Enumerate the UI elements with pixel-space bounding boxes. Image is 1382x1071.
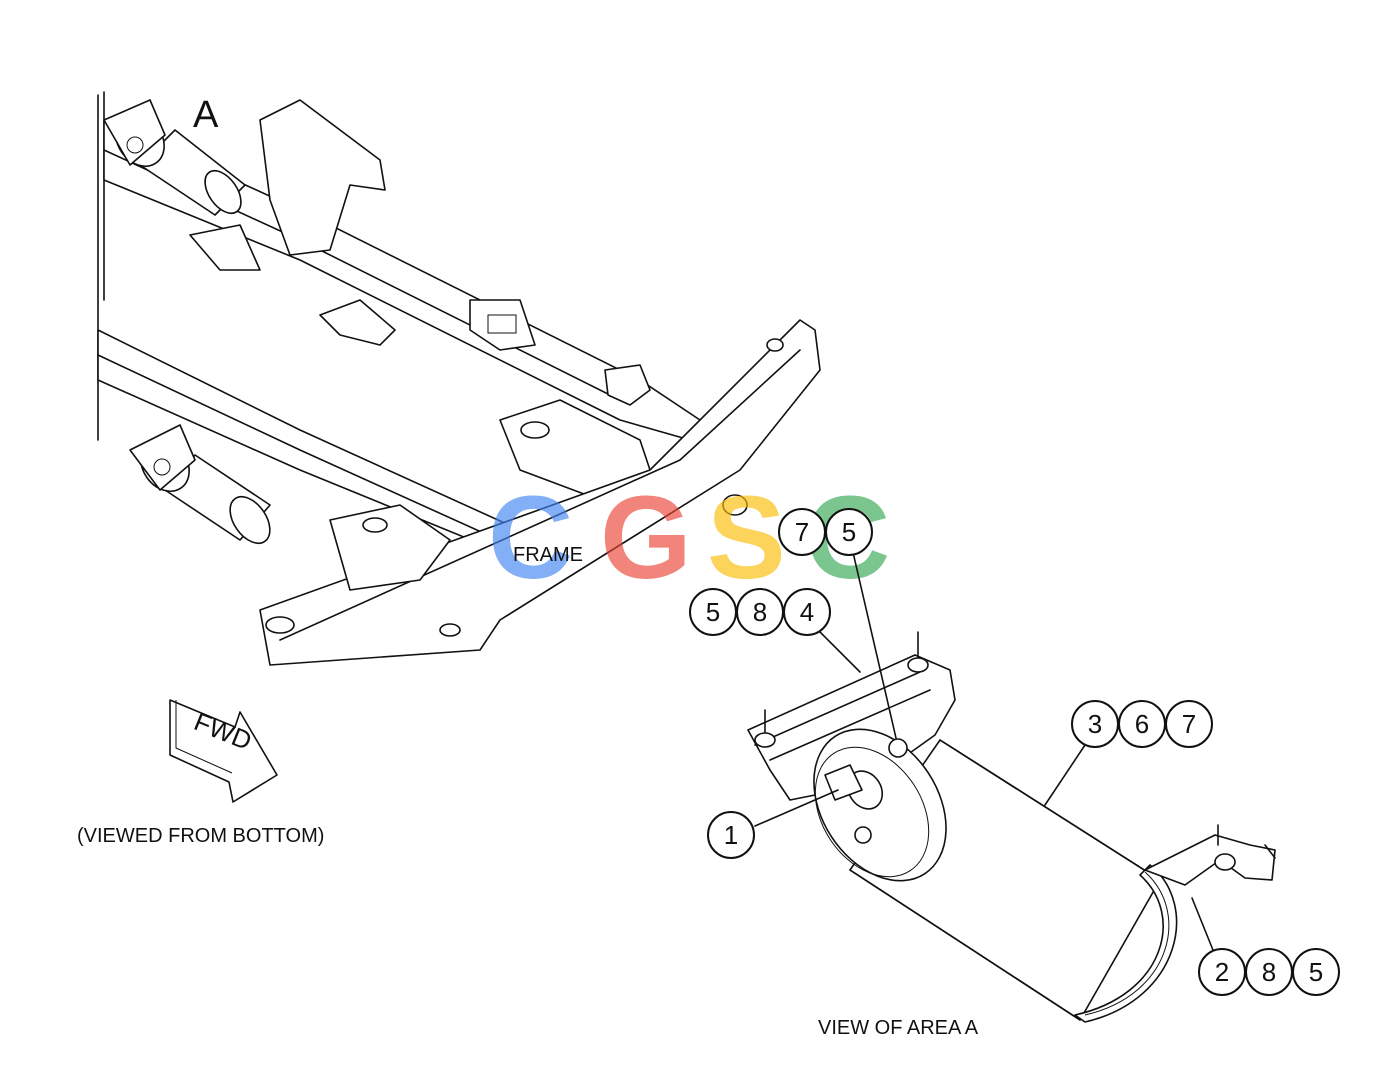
callout-7-top: 7 [778,508,826,556]
svg-text:1: 1 [724,820,738,850]
tank-lower [129,424,271,544]
svg-text:8: 8 [753,597,767,627]
callout-5-row584: 5 [689,588,737,636]
callout-2-row285: 2 [1198,948,1246,996]
view-of-area-a-label: VIEW OF AREA A [818,1017,979,1039]
cgsc-watermark: C G S C [488,472,890,604]
watermark-letter-2: G [600,472,692,604]
fwd-arrow-icon: FWD [169,699,278,803]
frame-label: FRAME [513,544,583,566]
leader-lines [754,547,1216,956]
area-a-label: A [193,94,219,136]
svg-text:8: 8 [1262,957,1276,987]
svg-text:7: 7 [1182,709,1196,739]
svg-text:5: 5 [1309,957,1323,987]
callout-7-row367: 7 [1165,700,1213,748]
detail-view-a [747,631,1276,1023]
watermark-letter-3: S [707,472,786,604]
callout-1: 1 [707,811,755,859]
svg-text:7: 7 [795,517,809,547]
frame-assembly [97,91,821,666]
callout-5-row285: 5 [1292,948,1340,996]
tank-upper [103,99,246,216]
callout-6-row367: 6 [1118,700,1166,748]
svg-text:6: 6 [1135,709,1149,739]
svg-text:5: 5 [842,517,856,547]
watermark-letter-1: C [488,472,573,604]
svg-text:5: 5 [706,597,720,627]
callout-8-row285: 8 [1245,948,1293,996]
callout-8-row584: 8 [736,588,784,636]
callout-4-row584: 4 [783,588,831,636]
callout-5-top: 5 [825,508,873,556]
svg-text:4: 4 [800,597,814,627]
svg-text:3: 3 [1088,709,1102,739]
svg-text:2: 2 [1215,957,1229,987]
callout-3-row367: 3 [1071,700,1119,748]
viewed-from-bottom-label: (VIEWED FROM BOTTOM) [77,825,324,847]
